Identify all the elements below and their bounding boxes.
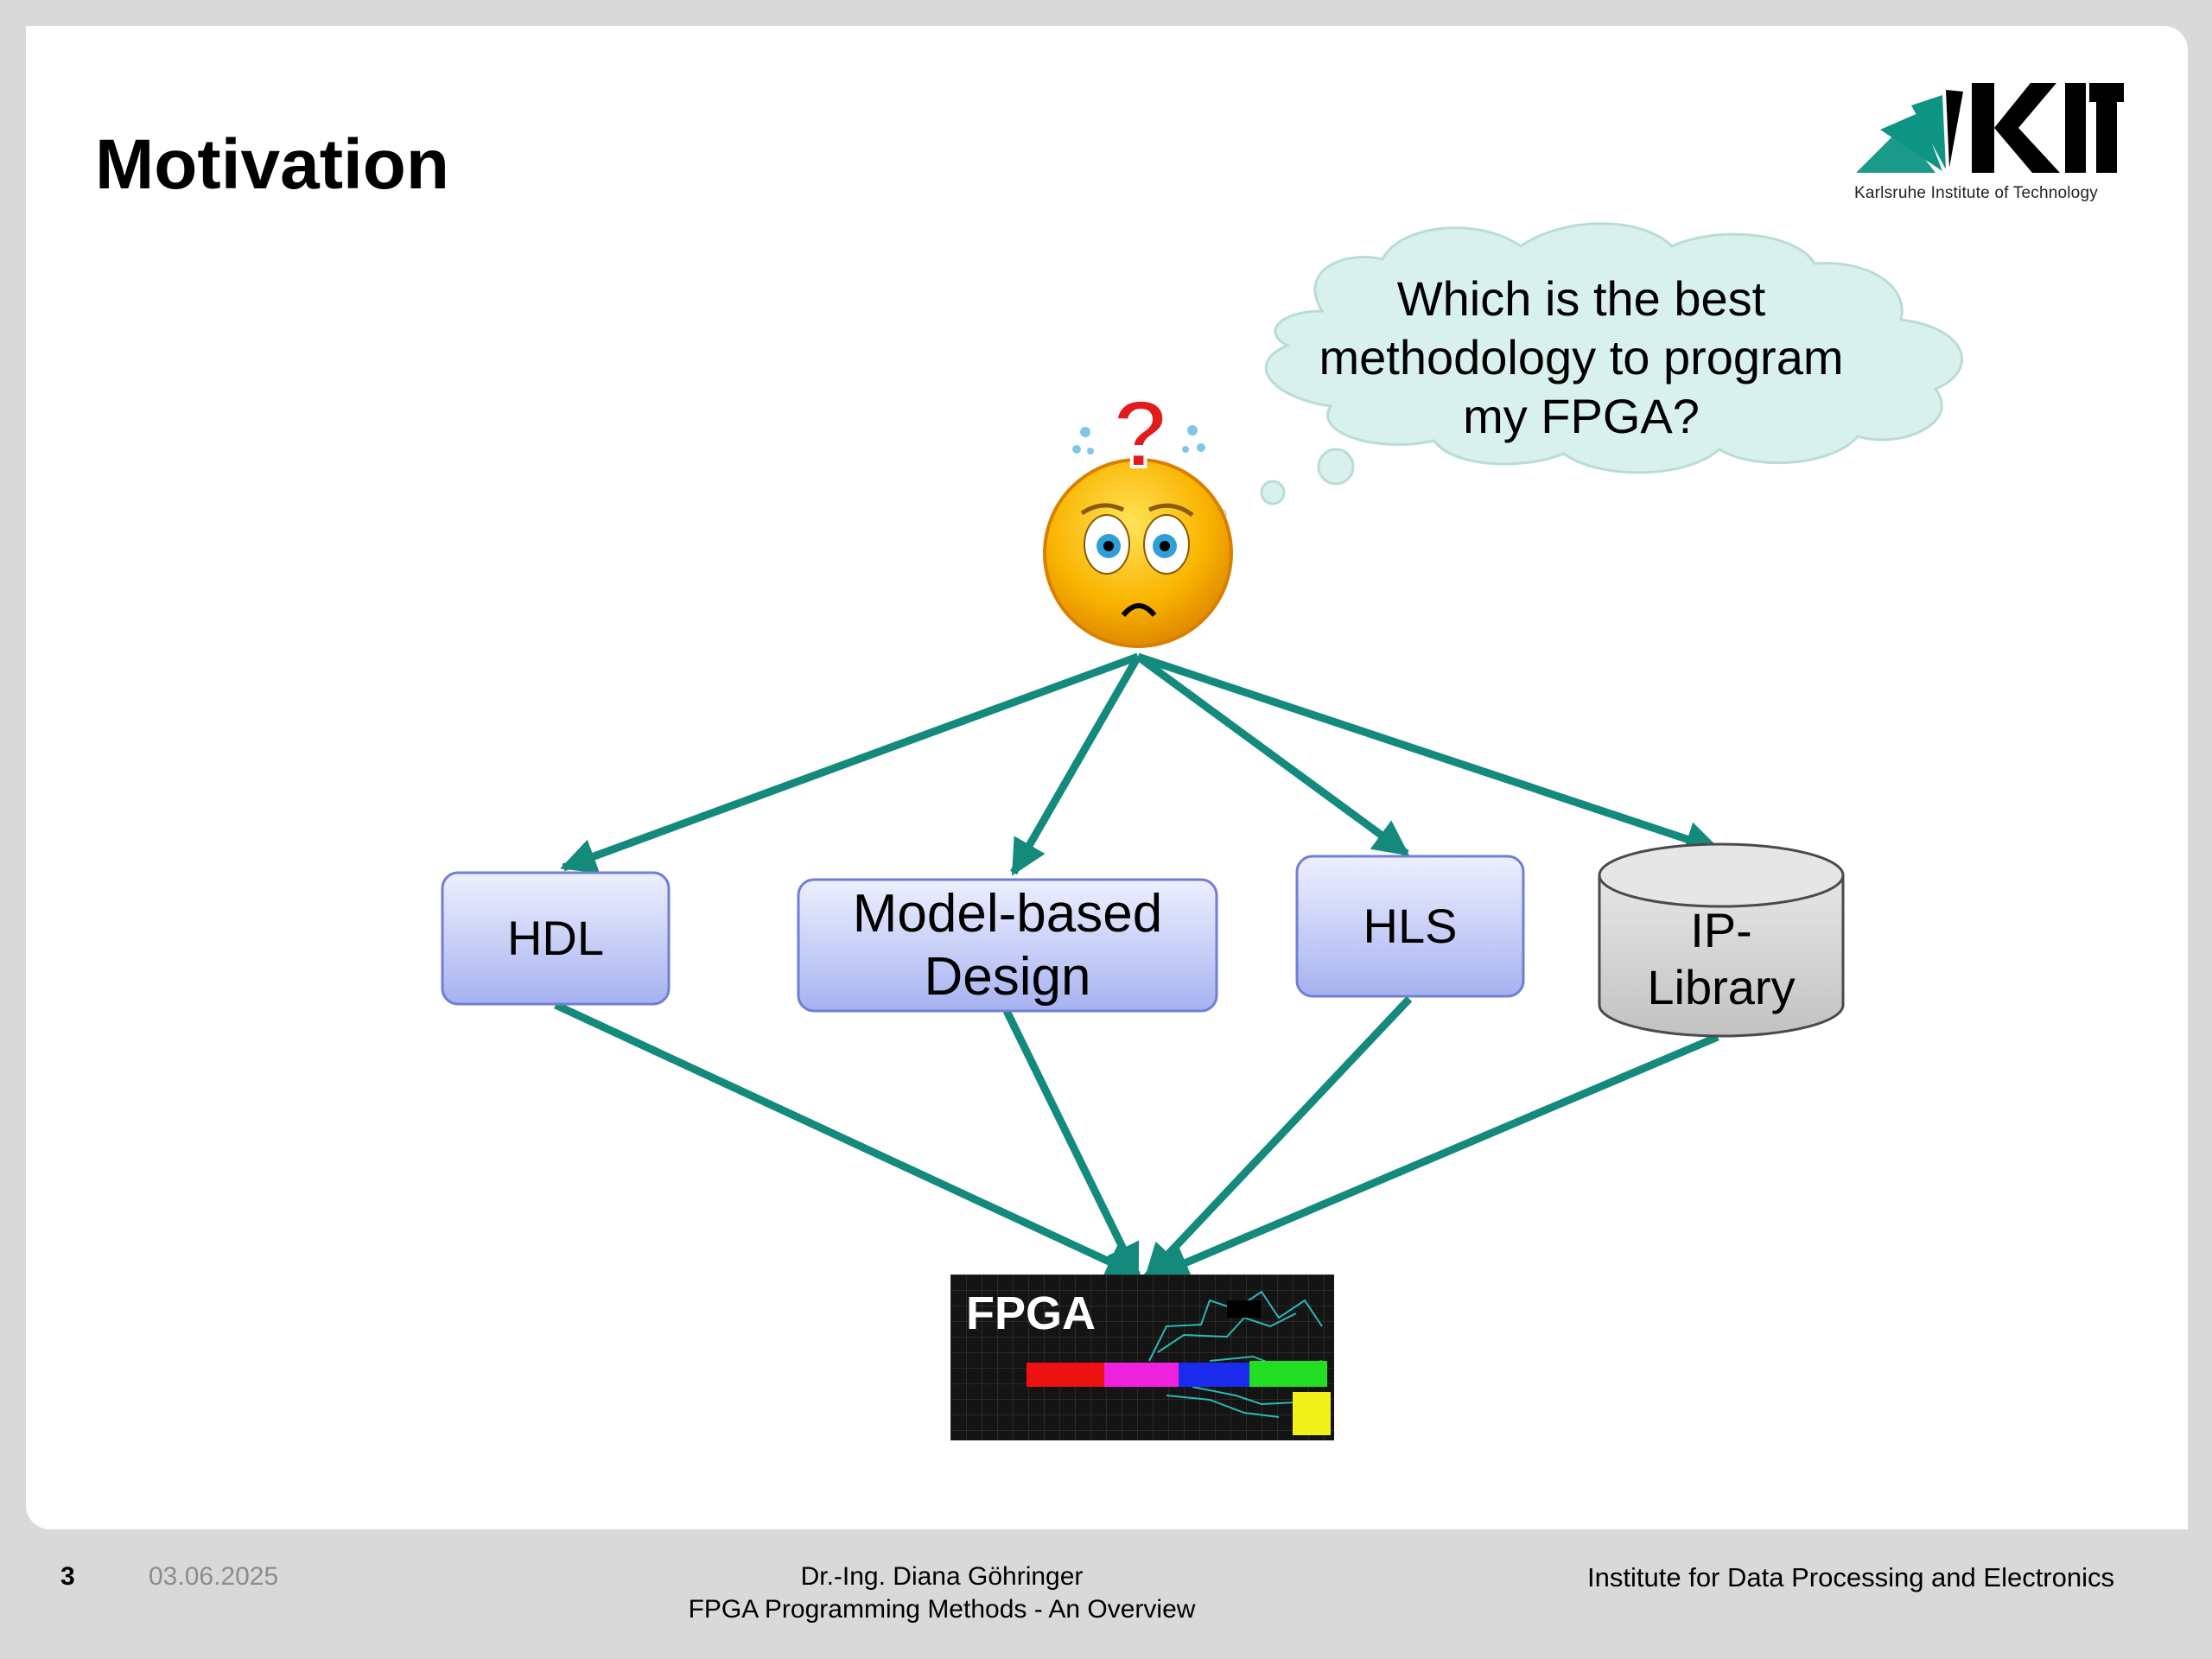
footer-institute: Institute for Data Processing and Electr… bbox=[1587, 1562, 2114, 1592]
hls-box bbox=[1295, 855, 1525, 998]
arrows-to-fpga bbox=[554, 995, 1719, 1281]
page-number: 3 bbox=[60, 1562, 75, 1591]
kit-logo-fan-icon bbox=[1856, 90, 1963, 173]
footer-talk-title: FPGA Programming Methods - An Overview bbox=[688, 1595, 1196, 1624]
arrows-to-methods bbox=[560, 652, 1721, 876]
footer-center: Dr.-Ing. Diana Göhringer FPGA Programmin… bbox=[596, 1560, 1287, 1626]
question-mark-icon: ? bbox=[1072, 379, 1205, 489]
thought-cloud bbox=[1213, 222, 1963, 522]
confused-face-icon bbox=[1043, 458, 1233, 648]
model-based-box bbox=[797, 878, 1218, 1013]
arrow-to-model-based bbox=[1010, 654, 1141, 876]
kit-logo-tagline: Karlsruhe Institute of Technology bbox=[1854, 184, 2098, 202]
hdl-label: HDL bbox=[506, 910, 605, 965]
fpga-label: FPGA bbox=[966, 1287, 1096, 1339]
footer-author: Dr.-Ing. Diana Göhringer bbox=[800, 1562, 1084, 1591]
ip-library-label: IP- Library bbox=[1647, 902, 1796, 1014]
kit-logo bbox=[1856, 83, 2124, 173]
model-based-label: Model-based Design bbox=[852, 883, 1163, 1007]
slide-title: Motivation bbox=[95, 125, 449, 204]
arrow-model-to-fpga bbox=[1002, 1009, 1141, 1281]
arrow-ip-to-fpga bbox=[1153, 1033, 1719, 1280]
arrow-hls-to-fpga bbox=[1143, 995, 1413, 1281]
hdl-box bbox=[441, 871, 671, 1006]
arrow-to-ip-library bbox=[1136, 652, 1721, 856]
arrow-hdl-to-fpga bbox=[554, 1001, 1142, 1280]
fpga-image: FPGA bbox=[950, 1274, 1334, 1440]
svg-text:?: ? bbox=[1111, 381, 1169, 487]
question-text: Which is the best methodology to program… bbox=[1319, 271, 1844, 443]
slide-date: 03.06.2025 bbox=[149, 1562, 279, 1591]
ip-library-cylinder bbox=[1598, 842, 1845, 1038]
arrow-to-hdl bbox=[560, 652, 1140, 874]
arrow-to-hls bbox=[1135, 653, 1410, 857]
hls-label: HLS bbox=[1363, 898, 1458, 953]
kit-logo-letters bbox=[1972, 83, 2124, 173]
